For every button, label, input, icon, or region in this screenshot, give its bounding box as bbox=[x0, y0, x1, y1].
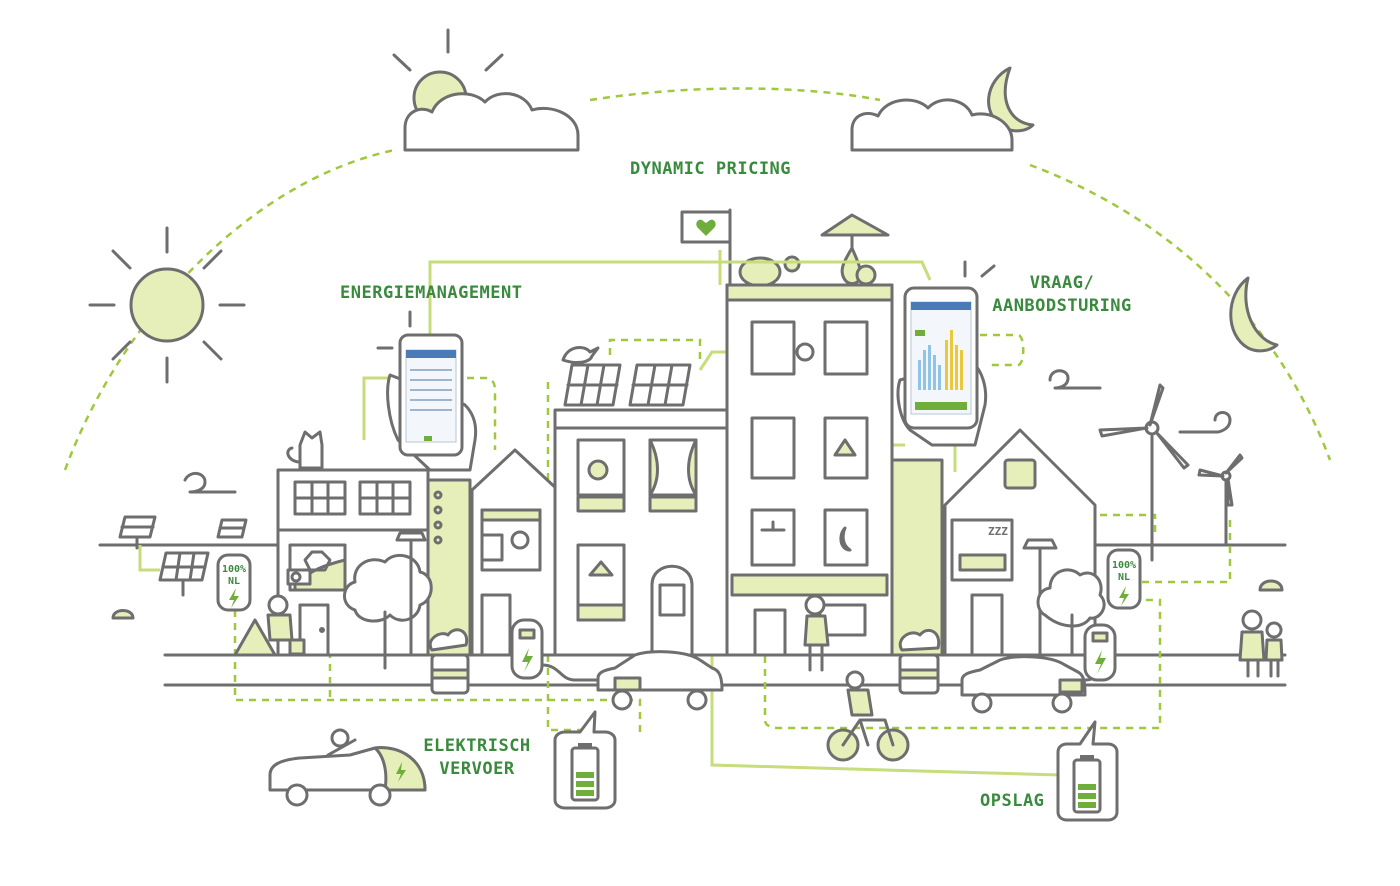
person-standing bbox=[803, 594, 830, 672]
shower-icon bbox=[760, 520, 786, 532]
electric-car-icon bbox=[573, 650, 724, 711]
bicycle-icon bbox=[826, 670, 910, 762]
label-dynamic-pricing: DYNAMIC PRICING bbox=[630, 159, 792, 179]
label-vraag-aanbodsturing: VRAAG/ AANBODSTURING bbox=[992, 272, 1132, 318]
charger-nl: NL bbox=[228, 576, 240, 587]
building-tall bbox=[725, 283, 894, 657]
bird-icon bbox=[561, 346, 600, 365]
label-energiemanagement: ENERGIEMANAGEMENT bbox=[340, 283, 523, 303]
column-right bbox=[890, 458, 944, 657]
door bbox=[480, 593, 512, 657]
house-gable bbox=[470, 448, 560, 657]
smartphone-icon bbox=[376, 310, 478, 472]
cloud-icon bbox=[850, 98, 1014, 152]
cloud-icon bbox=[403, 92, 580, 152]
label-elektrisch-vervoer: ELEKTRISCH VERVOER bbox=[422, 735, 532, 781]
tree-icon bbox=[1036, 568, 1106, 657]
lamp-icon bbox=[833, 438, 857, 457]
label-aanbodsturing: AANBODSTURING bbox=[992, 296, 1132, 316]
smartphone-icon bbox=[896, 260, 996, 447]
roof-plant bbox=[783, 255, 801, 273]
person-sitting bbox=[233, 594, 306, 657]
awning bbox=[730, 573, 889, 597]
bush bbox=[1258, 579, 1284, 592]
label-vervoer: VERVOER bbox=[439, 759, 515, 779]
charger-percent: 100% bbox=[222, 564, 246, 575]
moon-cloud-icon bbox=[850, 66, 1035, 152]
sun-icon bbox=[88, 226, 246, 384]
charger-nl: NL bbox=[1118, 572, 1130, 583]
charging-station-icon bbox=[510, 618, 577, 682]
green-charger-left: 100% NL bbox=[216, 553, 252, 612]
parasol-icon bbox=[820, 213, 890, 286]
wind-turbine-icon bbox=[1197, 453, 1244, 547]
charging-station-icon bbox=[1083, 623, 1117, 682]
door bbox=[970, 593, 1004, 657]
wind-swirl bbox=[1048, 369, 1102, 390]
battery-icon bbox=[1056, 720, 1119, 822]
sun-cloud-icon bbox=[392, 28, 580, 152]
label-elektrisch: ELEKTRISCH bbox=[423, 736, 531, 756]
day-cycle-arc bbox=[63, 87, 1332, 471]
label-vraag: VRAAG/ bbox=[1029, 273, 1095, 293]
label-opslag: OPSLAG bbox=[980, 791, 1045, 811]
sleep-text: ZZZ bbox=[988, 525, 1008, 538]
chimney-column bbox=[426, 478, 472, 657]
wind-swirl bbox=[1178, 411, 1232, 434]
building-middle bbox=[553, 408, 729, 657]
cat-icon bbox=[286, 430, 324, 470]
planter bbox=[898, 629, 941, 695]
battery-icon bbox=[553, 710, 617, 810]
solar-panel-icon bbox=[118, 515, 248, 597]
moon-icon bbox=[1229, 276, 1279, 353]
people-couple bbox=[1238, 609, 1284, 678]
wind-turbine-icon bbox=[1098, 383, 1190, 562]
planter bbox=[428, 628, 470, 695]
moon-icon bbox=[839, 526, 852, 552]
green-charger-right: 100% NL bbox=[1106, 548, 1142, 610]
solar-panel-icon bbox=[563, 363, 692, 407]
bush bbox=[111, 609, 135, 620]
moon-icon bbox=[987, 66, 1035, 133]
lamp-icon bbox=[395, 531, 427, 657]
globe-icon bbox=[587, 459, 609, 481]
column-dots bbox=[433, 490, 443, 545]
electric-car-icon bbox=[268, 728, 427, 807]
electric-car-icon bbox=[960, 655, 1099, 714]
charger-percent: 100% bbox=[1112, 560, 1136, 571]
wind-swirl bbox=[183, 472, 237, 494]
heart-flag-icon bbox=[680, 208, 732, 287]
door bbox=[753, 608, 787, 657]
